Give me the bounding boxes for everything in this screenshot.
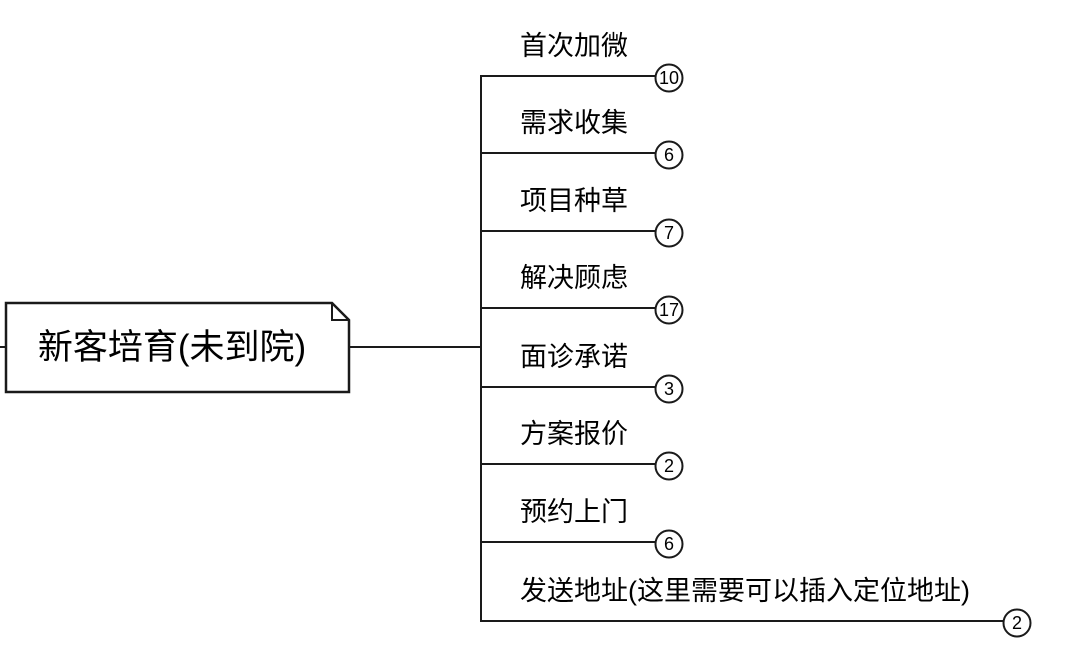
branch-count-badge[interactable]: [654, 140, 684, 170]
branch-count-badge[interactable]: [654, 218, 684, 248]
branch-label[interactable]: 方案报价: [520, 419, 628, 449]
root-node-label[interactable]: 新客培育(未到院): [38, 328, 306, 367]
root-note-shape[interactable]: [4, 301, 351, 394]
branch-count: 10: [659, 68, 679, 88]
branch-row: 项目种草 7: [481, 186, 684, 248]
branch-row: 需求收集 6: [481, 108, 684, 170]
branch-count: 7: [664, 223, 674, 243]
branch-count: 6: [664, 534, 674, 554]
branch-count-badge[interactable]: [654, 63, 684, 93]
branch-label[interactable]: 解决顾虑: [520, 263, 628, 293]
branch-row: 面诊承诺 3: [481, 342, 684, 404]
branch-row: 首次加微 10: [481, 31, 684, 93]
branch-label[interactable]: 首次加微: [520, 31, 628, 61]
branch-label[interactable]: 面诊承诺: [520, 342, 628, 372]
branch-row: 方案报价 2: [481, 419, 684, 481]
root-note-fold-icon: [331, 303, 349, 321]
branch-count-badge[interactable]: [654, 374, 684, 404]
branch-count-badge[interactable]: [654, 451, 684, 481]
branch-label[interactable]: 预约上门: [520, 497, 628, 527]
branch-row: 预约上门 6: [481, 497, 684, 559]
root-node[interactable]: 新客培育(未到院): [4, 301, 351, 394]
branch-count: 6: [664, 145, 674, 165]
branch-count: 17: [659, 300, 679, 320]
branch-count-badge[interactable]: [1002, 608, 1032, 638]
branch-row: 发送地址(这里需要可以插入定位地址) 2: [481, 576, 1032, 638]
branch-row: 解决顾虑 17: [481, 263, 684, 325]
branch-count: 3: [664, 379, 674, 399]
branch-label[interactable]: 发送地址(这里需要可以插入定位地址): [520, 576, 970, 606]
branch-count: 2: [664, 456, 674, 476]
branch-count-badge[interactable]: [654, 295, 684, 325]
branch-label[interactable]: 需求收集: [520, 108, 628, 138]
branch-count-badge[interactable]: [654, 529, 684, 559]
branch-count: 2: [1012, 613, 1022, 633]
branch-label[interactable]: 项目种草: [520, 186, 628, 216]
